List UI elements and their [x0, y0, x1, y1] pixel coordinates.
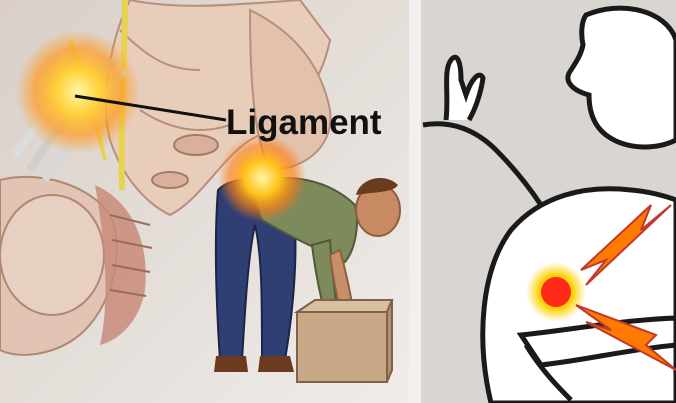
pain-center-icon: [541, 277, 571, 307]
spine-anatomy-illustration: [0, 0, 409, 403]
pain-glow-icon: [218, 134, 306, 222]
arm-pain-illustration: [421, 0, 676, 403]
pain-glow-icon: [16, 30, 140, 154]
left-illustration-panel: Ligament: [0, 0, 409, 403]
ligament-label: Ligament: [226, 103, 382, 143]
right-illustration-panel: [421, 0, 676, 403]
panel-divider: [409, 0, 421, 403]
